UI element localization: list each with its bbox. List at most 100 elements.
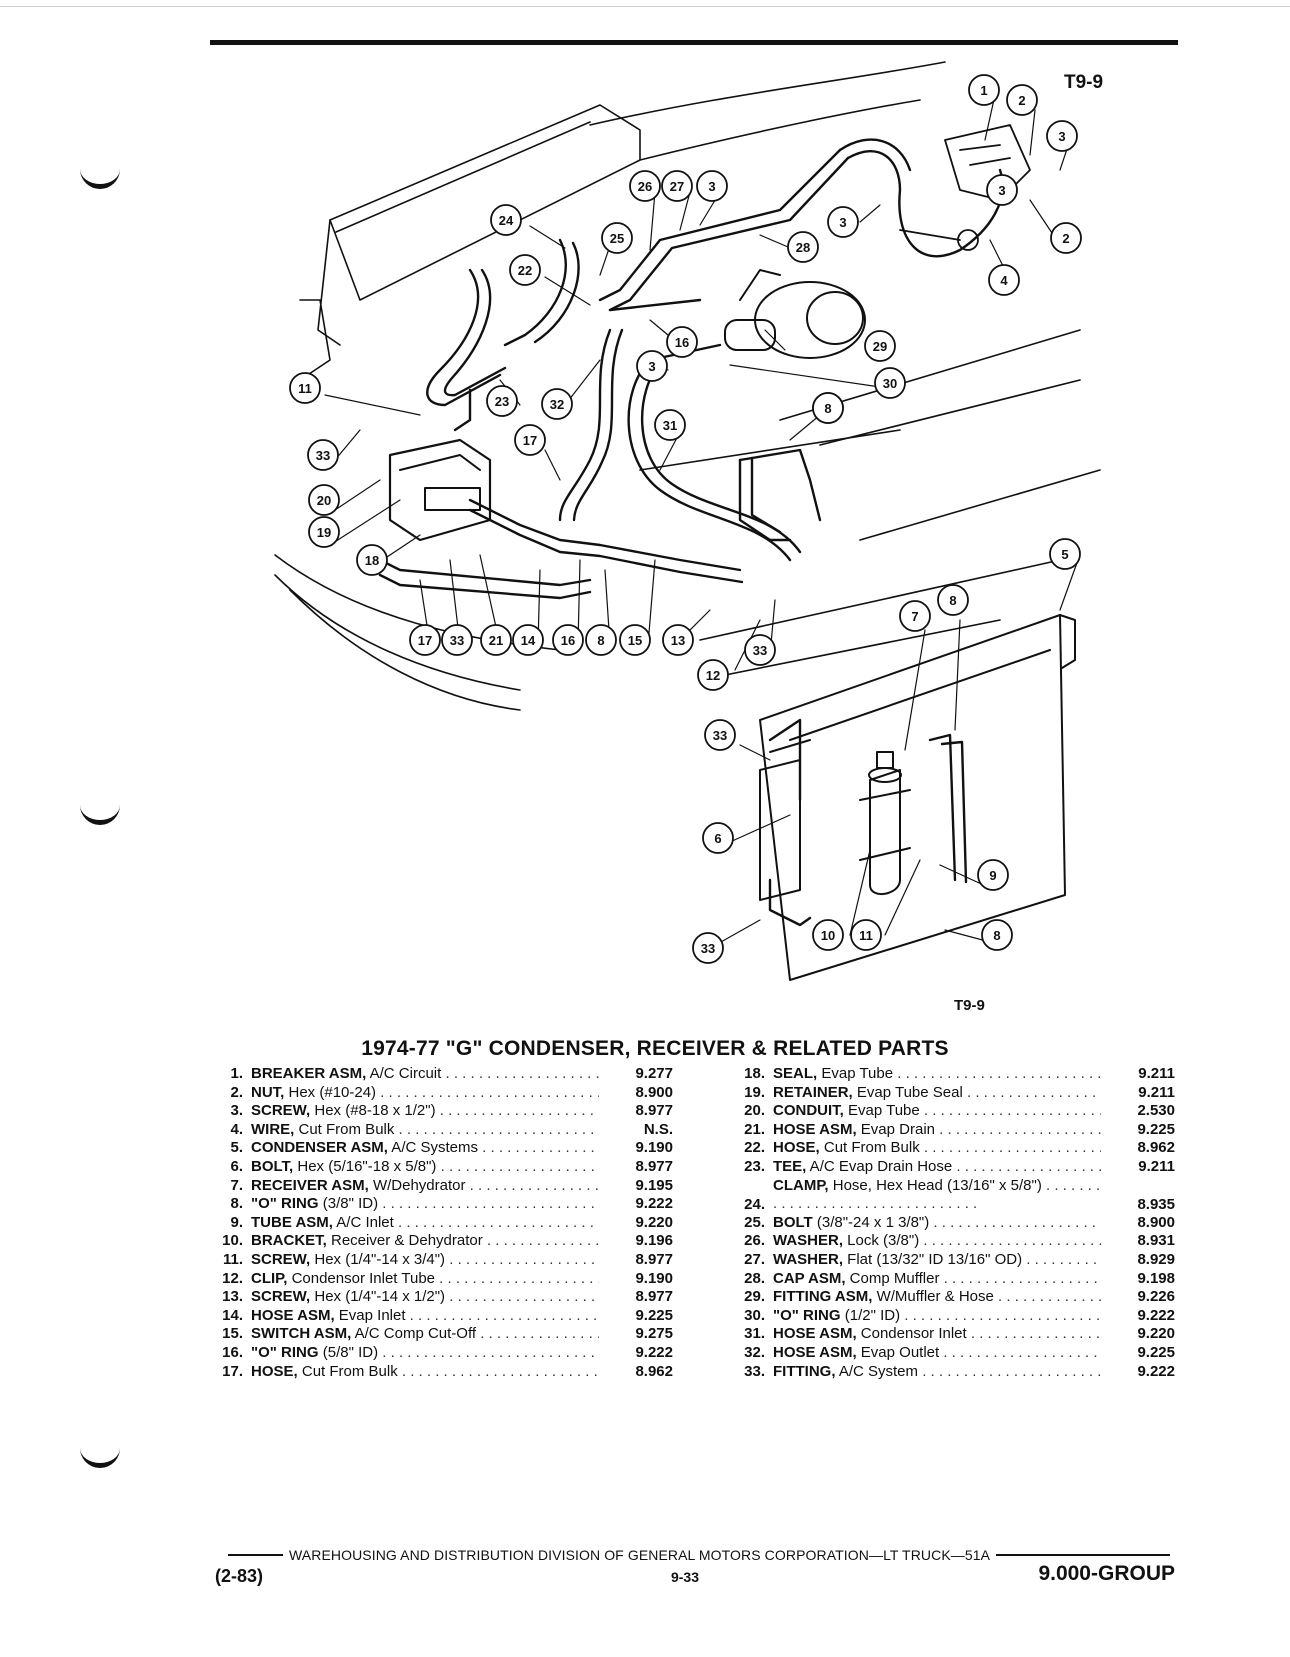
dot-leader: . . . . . . . . . . . . . . . . . . . . … <box>382 1195 599 1213</box>
part-number: 4. <box>230 1120 243 1138</box>
parts-row: 18.SEAL, Evap Tube . . . . . . . . . . .… <box>720 1065 1175 1084</box>
part-name: "O" RING <box>251 1195 319 1213</box>
part-description: HOSE ASM, Evap Inlet . . . . . . . . . .… <box>251 1307 599 1325</box>
callout-marker: 8 <box>585 624 617 656</box>
group-number: 9.222 <box>635 1343 673 1361</box>
part-detail: A/C Comp Cut-Off <box>351 1325 481 1343</box>
callout-label: 16 <box>675 335 689 350</box>
parts-row: 4.WIRE, Cut From Bulk . . . . . . . . . … <box>198 1121 676 1140</box>
parts-row: 32. HOSE ASM, Evap Outlet . . . . . . . .… <box>720 1343 1175 1363</box>
callout-marker: 8 <box>937 584 969 616</box>
callout-marker: 11 <box>289 372 321 404</box>
group-number: 8.977 <box>635 1102 673 1120</box>
part-name: BRACKET, <box>251 1232 327 1250</box>
compressor-muffler <box>724 269 866 359</box>
group-number: 9.190 <box>635 1139 673 1157</box>
dot-leader: . . . . . . . . . . . . . . . . . . . . … <box>486 1232 599 1250</box>
callout-marker: 27 <box>661 170 693 202</box>
callout-circle <box>1046 120 1078 152</box>
callout-marker: 3 <box>986 174 1018 206</box>
part-description: HOSE ASM, Evap Outlet . . . . . . . . . … <box>773 1344 1101 1362</box>
part-detail: Cut From Bulk <box>297 1362 402 1380</box>
callout-circle <box>937 584 969 616</box>
parts-row: 6.BOLT, Hex (5/16"-18 x 5/8") . . . . . … <box>198 1158 676 1177</box>
part-number: 26. <box>744 1232 765 1250</box>
dot-leader: . . . . . . . . . . . . . . . . . . . . … <box>380 1083 599 1101</box>
part-number: 18. <box>744 1065 765 1082</box>
callout-label: 30 <box>883 376 897 391</box>
callout-circle <box>850 919 882 951</box>
parts-row: 30."O" RING (1/2" ID) . . . . . . . . . … <box>720 1307 1175 1326</box>
part-description: SCREW, Hex (1/4"-14 x 3/4") . . . . . . … <box>251 1251 599 1269</box>
part-name: TEE, <box>773 1157 807 1175</box>
footer-rule-left <box>228 1554 283 1556</box>
dot-leader: . . . . . . . . . . . . . . . . . . . . … <box>445 1065 599 1082</box>
parts-row: 13.SCREW, Hex (1/4"-14 x 1/2") . . . . .… <box>198 1288 676 1307</box>
part-description: CAP ASM, Comp Muffler . . . . . . . . . … <box>773 1270 1101 1288</box>
parts-row: 25.BOLT (3/8"-24 x 1 3/8") . . . . . . .… <box>720 1213 1175 1233</box>
callout-circle <box>552 624 584 656</box>
callout-marker: 33 <box>307 439 339 471</box>
callout-circle <box>1006 84 1038 116</box>
footer-date-code: (2-83) <box>215 1566 264 1586</box>
dot-leader: . . . . . . . . . . . . . . . . . . . . … <box>469 1176 599 1194</box>
callout-marker: 16 <box>666 326 698 358</box>
part-number: 33. <box>744 1362 765 1380</box>
callout-circle <box>289 372 321 404</box>
dot-leader: . . . . . . . . . . . . . . . . . . . . … <box>939 1120 1101 1138</box>
callout-circle <box>981 919 1013 951</box>
part-detail: Hex (1/4"-14 x 1/2") <box>310 1288 450 1306</box>
group-number: 8.935 <box>1137 1195 1175 1213</box>
part-name: CONDENSER ASM, <box>251 1139 388 1157</box>
callout-marker: 16 <box>552 624 584 656</box>
callout-circle <box>514 424 546 456</box>
part-detail: A/C Systems <box>387 1139 483 1157</box>
part-number: 27. <box>744 1250 765 1268</box>
header-rule <box>210 40 1178 45</box>
callout-circle <box>654 409 686 441</box>
group-number: 9.211 <box>1138 1157 1175 1175</box>
dot-leader: . . . . . . . . . . . . . . . . . . . . … <box>480 1325 599 1343</box>
part-number: 5. <box>230 1139 243 1157</box>
part-name: BOLT <box>773 1213 813 1231</box>
part-detail: Evap Tube <box>843 1102 924 1120</box>
part-number: 29. <box>744 1288 765 1306</box>
part-detail: (3/8"-24 x 1 3/8") <box>812 1213 934 1231</box>
callout-label: 31 <box>663 418 677 433</box>
part-description: BOLT, Hex (5/16"-18 x 5/8") . . . . . . … <box>251 1158 599 1176</box>
part-description: WASHER, Lock (3/8") . . . . . . . . . . … <box>773 1232 1101 1250</box>
callout-circle <box>812 919 844 951</box>
part-number: 32. <box>744 1343 765 1361</box>
callout-marker: 2 <box>1050 222 1082 254</box>
part-number: 25. <box>744 1213 765 1231</box>
callout-label: 12 <box>706 668 720 683</box>
group-number: 9.226 <box>1137 1288 1175 1306</box>
part-description: CONDUIT, Evap Tube . . . . . . . . . . .… <box>773 1102 1101 1120</box>
binder-hole-mark <box>80 802 120 825</box>
parts-row: 9.TUBE ASM, A/C Inlet . . . . . . . . . … <box>198 1214 676 1233</box>
callout-label: 16 <box>561 633 575 648</box>
part-name: SEAL, <box>773 1065 818 1082</box>
callout-marker: 29 <box>864 330 896 362</box>
callout-marker: 3 <box>1046 120 1078 152</box>
callout-marker: 14 <box>512 624 544 656</box>
binder-hole-mark <box>80 1445 120 1468</box>
part-name: TUBE ASM, <box>251 1213 333 1231</box>
part-number: 10. <box>222 1232 243 1250</box>
part-name: SCREW, <box>251 1102 311 1120</box>
parts-list-left: 1.BREAKER ASM, A/C Circuit . . . . . . .… <box>198 1065 676 1381</box>
part-detail: Hex (#10-24) <box>284 1083 381 1101</box>
parts-row: 21.HOSE ASM, Evap Drain . . . . . . . . … <box>720 1120 1175 1140</box>
dot-leader: . . . . . . . . . . . . . . . . . . . . … <box>1026 1250 1101 1268</box>
parts-row: 15.SWITCH ASM, A/C Comp Cut-Off . . . . … <box>198 1325 676 1344</box>
part-description: FITTING, A/C System . . . . . . . . . . … <box>773 1363 1101 1381</box>
callout-marker: 3 <box>636 350 668 382</box>
group-number: 9.198 <box>1137 1269 1175 1287</box>
callout-marker: 13 <box>662 624 694 656</box>
group-number: N.S. <box>643 1120 673 1138</box>
callout-label: 33 <box>316 448 330 463</box>
part-name: RECEIVER ASM, <box>251 1176 369 1194</box>
condenser-core <box>759 614 1076 981</box>
part-name: HOSE, <box>251 1362 298 1380</box>
dot-leader: . . . . . . . . . . . . . . . . . . . . … <box>449 1288 599 1306</box>
